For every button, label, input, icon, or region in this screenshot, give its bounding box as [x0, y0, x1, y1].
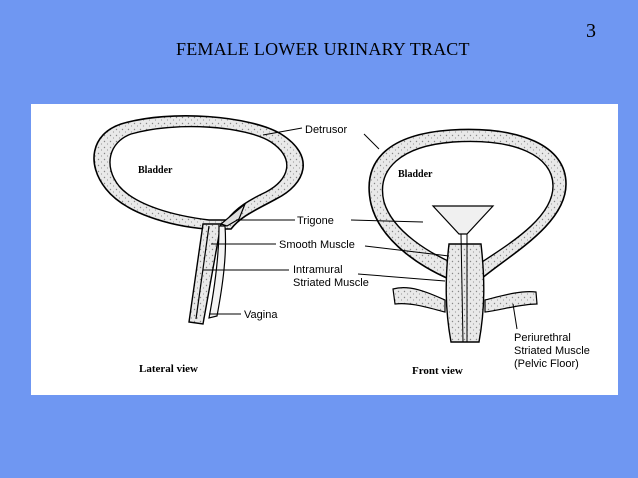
label-intramural: Intramural: [293, 264, 343, 276]
right-bladder-label: Bladder: [398, 169, 433, 180]
anatomy-figure: Bladder Bladder: [31, 104, 618, 395]
label-periurethral-striated: Striated Muscle: [514, 345, 590, 357]
front-bladder-lumen: [381, 140, 554, 265]
caption-front-view: Front view: [412, 365, 463, 377]
caption-lateral-view: Lateral view: [139, 363, 198, 375]
pelvic-floor-left: [392, 287, 446, 313]
lateral-trigone: [219, 203, 246, 227]
lateral-urethra: [188, 223, 222, 325]
label-detrusor: Detrusor: [305, 124, 348, 136]
label-trigone: Trigone: [297, 215, 334, 227]
left-bladder-label: Bladder: [138, 165, 173, 176]
label-pelvic-floor: (Pelvic Floor): [514, 358, 579, 370]
front-urethra: [445, 243, 485, 343]
pelvic-floor-right: [484, 291, 538, 313]
label-intramural-striated: Striated Muscle: [293, 277, 369, 289]
front-view-drawing: [368, 128, 567, 343]
anatomy-diagram: Bladder Bladder: [93, 115, 590, 377]
slide-title: FEMALE LOWER URINARY TRACT: [176, 39, 470, 59]
label-periurethral: Periurethral: [514, 332, 571, 344]
label-smooth-muscle: Smooth Muscle: [279, 239, 355, 251]
lateral-bladder-lumen: [109, 125, 288, 221]
label-vagina: Vagina: [244, 309, 278, 321]
leader-lines: [203, 127, 518, 330]
lateral-view-drawing: [93, 115, 304, 325]
slide-number: 3: [586, 20, 596, 42]
lateral-vagina: [208, 225, 227, 319]
